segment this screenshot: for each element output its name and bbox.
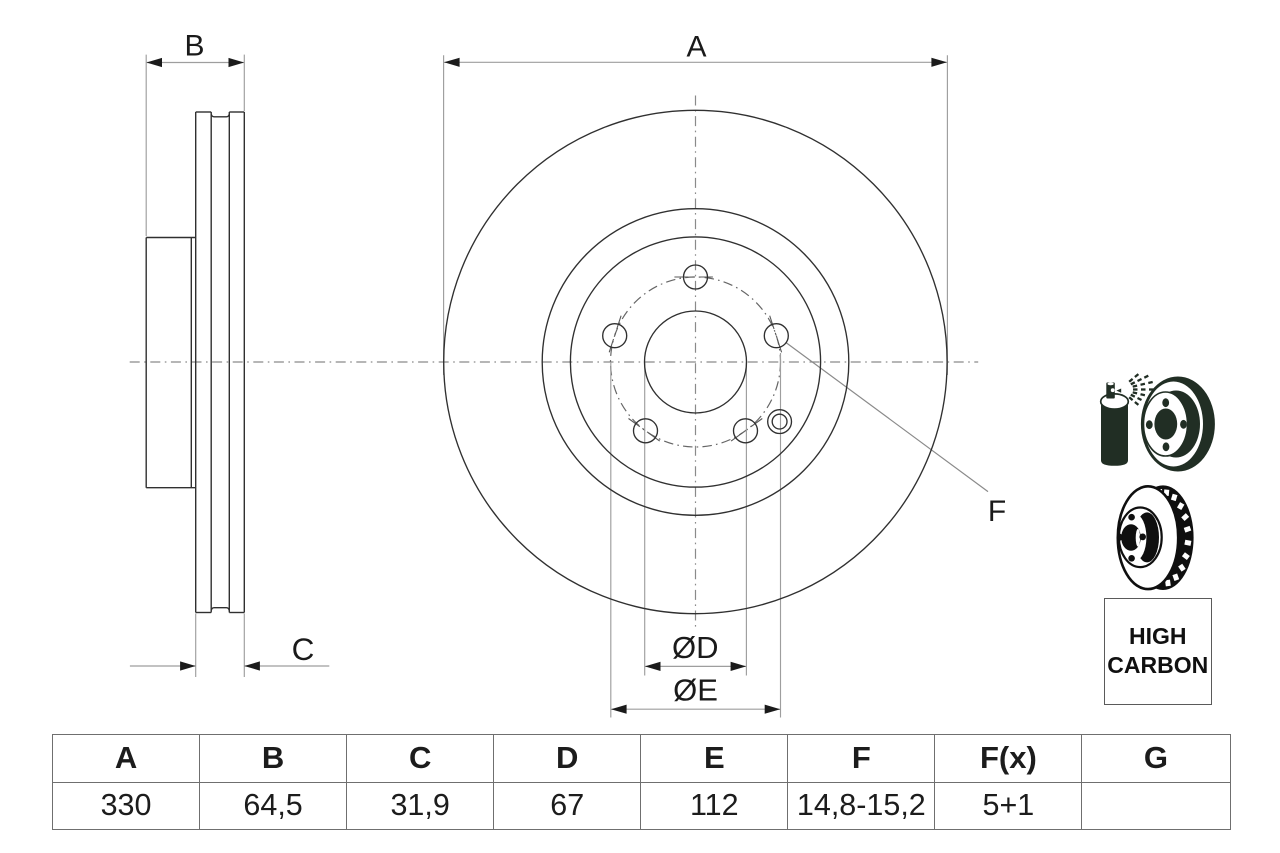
svg-text:F: F [988,495,1006,528]
svg-text:B: B [184,30,204,63]
svg-text:ØD: ØD [672,630,719,665]
svg-text:C: C [292,631,315,667]
svg-text:ØE: ØE [673,673,718,708]
svg-text:A: A [686,31,706,64]
